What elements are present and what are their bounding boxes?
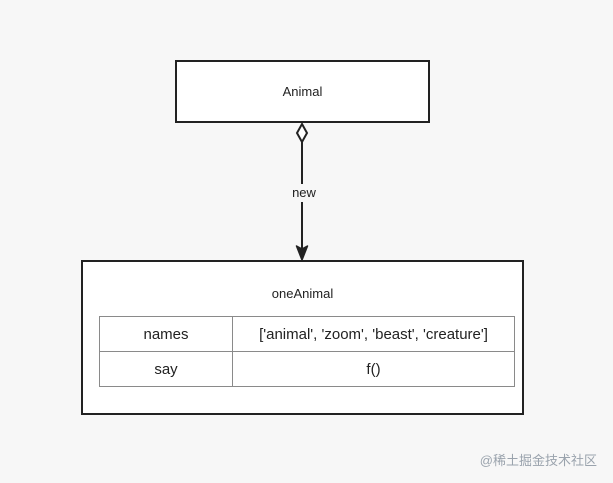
- properties-table: names ['animal', 'zoom', 'beast', 'creat…: [99, 316, 515, 387]
- table-row: names ['animal', 'zoom', 'beast', 'creat…: [99, 316, 515, 352]
- instance-box: oneAnimal names ['animal', 'zoom', 'beas…: [81, 260, 524, 415]
- watermark: @稀土掘金技术社区: [479, 453, 597, 468]
- edge-label: new: [288, 184, 320, 202]
- property-value: f(): [232, 351, 515, 387]
- table-row: say f(): [99, 351, 515, 387]
- instance-title: oneAnimal: [271, 286, 334, 301]
- property-key: say: [99, 351, 233, 387]
- property-value: ['animal', 'zoom', 'beast', 'creature']: [232, 316, 515, 352]
- property-key: names: [99, 316, 233, 352]
- animal-class-box: Animal: [175, 60, 430, 123]
- arrowhead-icon: [295, 245, 309, 261]
- animal-class-label: Animal: [282, 84, 323, 99]
- aggregation-diamond-icon: [295, 121, 309, 145]
